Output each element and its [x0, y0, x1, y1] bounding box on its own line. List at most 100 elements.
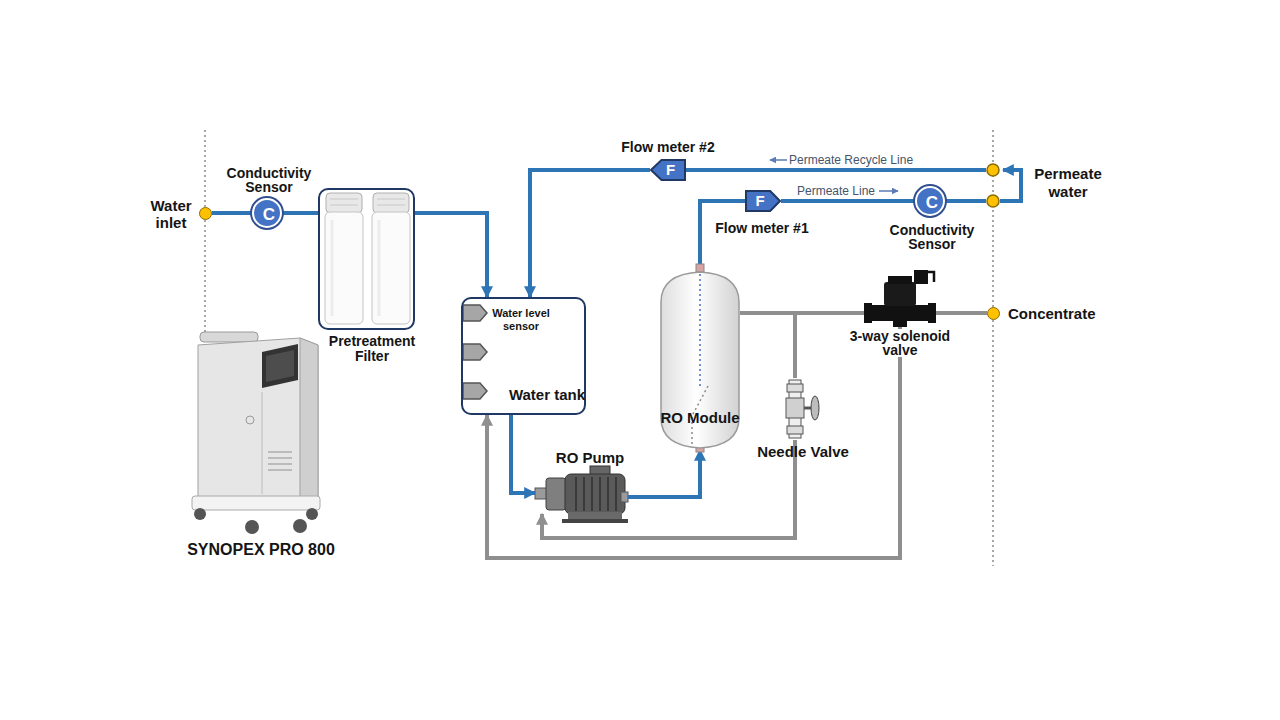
needle-valve-illustration: [787, 426, 803, 434]
component-label: Conductivity Sensor: [884, 223, 980, 251]
machine-illustration: [268, 457, 292, 459]
pump-illustration: [568, 512, 622, 520]
machine-illustration: [192, 332, 320, 534]
pump-illustration: [535, 488, 547, 499]
pipe-connector: [212, 211, 252, 215]
flow-meter: FFlow meter #1: [745, 190, 781, 212]
solenoid-valve-illustration: [866, 305, 934, 321]
machine-illustration: [192, 496, 320, 510]
line-label: Permeate Recycle Line: [789, 154, 913, 166]
pipe-connector: [530, 170, 650, 297]
ro-pump: RO Pump: [535, 470, 628, 514]
flow-direction-arrow: [770, 159, 787, 161]
connector-group: [212, 170, 987, 558]
machine-illustration: [300, 338, 318, 500]
filter-cartridge: [377, 199, 405, 200]
vessel-nozzle: [696, 264, 704, 272]
machine-illustration: [293, 519, 307, 533]
port-dot: [987, 164, 999, 176]
water-tank: Water level sensorWater tank: [461, 297, 586, 415]
machine-illustration: [268, 469, 292, 471]
pipe-connector: [686, 168, 986, 172]
needle-valve: Needle Valve: [783, 378, 823, 440]
permeate-outlet: Permeate water: [986, 163, 1000, 208]
machine-illustration: [268, 463, 292, 465]
machine-illustration: [246, 416, 254, 424]
pump-illustration: [535, 466, 628, 523]
filter-cartridge: [330, 199, 358, 200]
pipe-connector: [628, 450, 700, 497]
permeate-bracket: [1000, 170, 1021, 201]
pump-illustration: [621, 492, 628, 502]
boundary-line: [204, 130, 206, 335]
pipe-connector: [936, 311, 987, 315]
pump-illustration: [565, 474, 625, 514]
pretreatment-filter: Pretreatment Filter: [318, 188, 415, 330]
machine-illustration: [262, 344, 298, 388]
ro-system-unit: SYNOPEX PRO 800: [185, 320, 323, 535]
solenoid-valve: 3-way solenoid valve: [864, 268, 936, 327]
pump-illustration: [562, 519, 628, 523]
pipe-connector: [781, 199, 915, 203]
filter-cartridge: [331, 220, 334, 316]
filter-cartridge: [378, 220, 381, 316]
component-label: Water level sensor: [485, 307, 557, 332]
component-label: Concentrate: [1008, 305, 1118, 322]
component-label: RO Pump: [550, 449, 630, 466]
solenoid-valve-illustration: [864, 270, 936, 327]
level-sensor-tab: [463, 383, 487, 399]
solenoid-valve-illustration: [888, 276, 912, 284]
machine-illustration: [268, 451, 292, 453]
needle-valve-illustration: [786, 380, 819, 438]
solenoid-valve-illustration: [914, 270, 928, 284]
component-label: Permeate water: [1027, 165, 1109, 201]
pump-illustration: [615, 477, 617, 511]
level-sensor-tab: [463, 344, 487, 360]
pump-illustration: [599, 477, 601, 511]
component-label: Flow meter #1: [707, 220, 817, 236]
machine-illustration: [306, 508, 318, 520]
flow-meter-outline: [651, 160, 685, 180]
component-label: Water tank: [507, 386, 587, 403]
solenoid-valve-illustration: [884, 282, 916, 306]
filter-cartridge: [325, 193, 410, 324]
inlet-port: Water inlet: [199, 207, 212, 220]
ro-module: RO Module: [660, 268, 740, 450]
solenoid-valve-illustration: [864, 303, 872, 323]
solenoid-valve-illustration: [893, 320, 907, 327]
solenoid-valve-illustration: [928, 272, 934, 282]
needle-valve-illustration: [786, 398, 804, 418]
flow-meter-outline: [746, 191, 780, 211]
component-label: Pretreatment Filter: [317, 334, 427, 363]
filter-cartridge: [325, 212, 363, 324]
filter-cartridge: [372, 212, 410, 324]
machine-illustration: [194, 508, 206, 520]
needle-valve-illustration: [787, 384, 803, 392]
permeate-tube: [699, 274, 701, 388]
filter-cartridge: [373, 193, 409, 213]
pipe-connector: [945, 199, 986, 203]
pump-illustration: [583, 477, 585, 511]
symbol-letter: F: [655, 161, 686, 179]
component-label: Flow meter #2: [613, 139, 723, 155]
solenoid-valve-illustration: [928, 303, 936, 323]
pump-illustration: [591, 477, 593, 511]
pipe-connector: [282, 211, 318, 215]
filter-cartridge: [326, 193, 362, 213]
level-sensor-tab: [463, 305, 487, 399]
machine-illustration: [200, 332, 258, 342]
symbol-letter: C: [917, 193, 947, 213]
pipe-connector: [511, 415, 535, 493]
pump-illustration: [546, 478, 566, 510]
pipe-connector: [542, 440, 795, 538]
component-label: 3-way solenoid valve: [845, 329, 955, 357]
boundary-line: [205, 130, 993, 566]
component-label: RO Module: [655, 409, 745, 426]
conductivity-sensor: CConductivity Sensor: [915, 186, 945, 216]
component-label: Water inlet: [146, 197, 196, 232]
filter-cartridge: [330, 205, 358, 206]
needle-valve-illustration: [811, 396, 819, 420]
symbol-letter: C: [254, 205, 284, 225]
